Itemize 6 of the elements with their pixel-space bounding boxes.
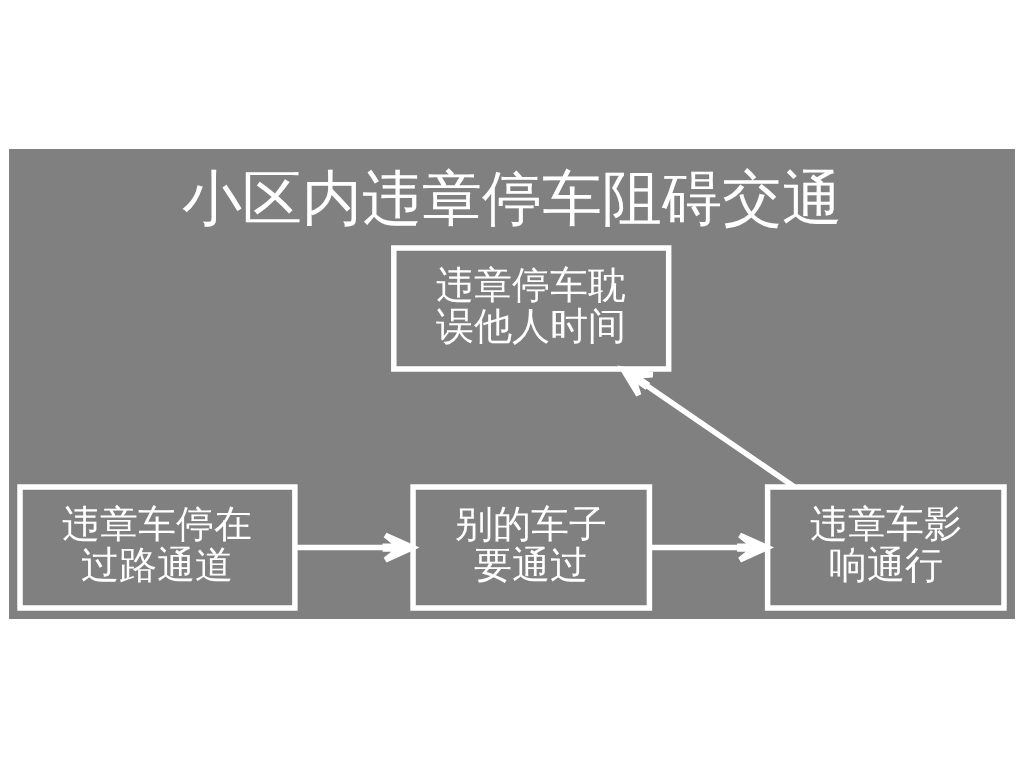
diagram-title: 小区内违章停车阻碍交通 [182,163,842,234]
node-box: 违章车停在过路通道 [17,484,298,611]
node-box: 违章车影响通行 [764,484,1007,611]
node-box: 别的车子要通过 [410,484,653,611]
arrow [650,532,771,563]
node-box: 违章停车耽误他人时间 [391,245,672,372]
